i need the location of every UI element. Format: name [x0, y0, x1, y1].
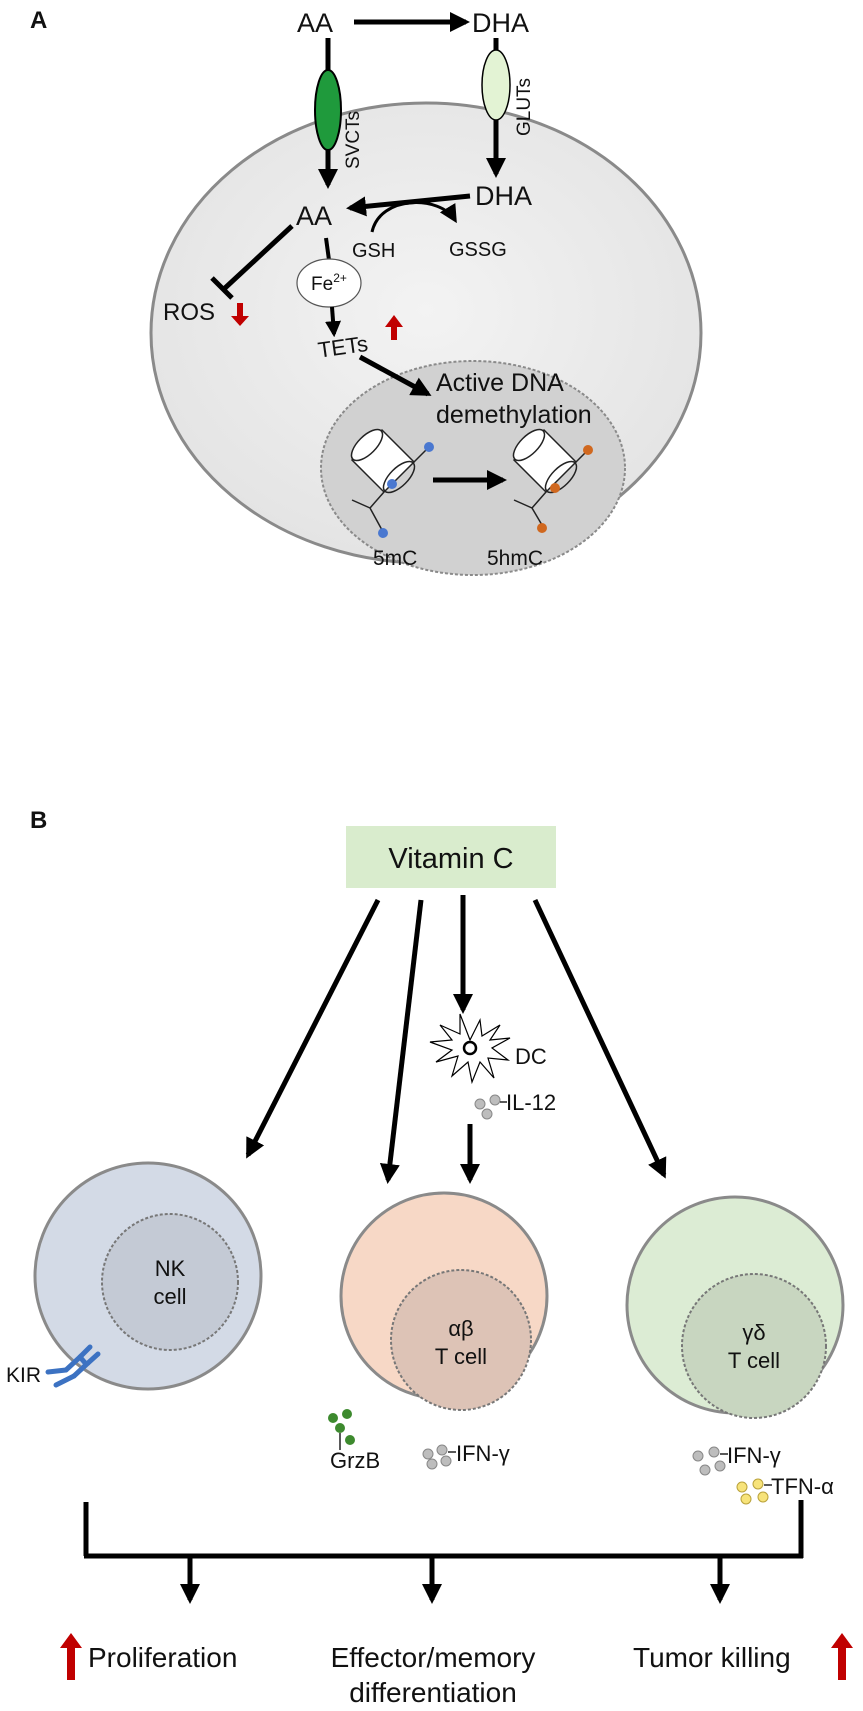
il12-label: IL-12 [506, 1090, 556, 1115]
gsh-label: GSH [352, 240, 395, 262]
nk-label-line2: cell [153, 1284, 186, 1309]
fe-superscript: 2+ [333, 271, 347, 285]
kir-receptor-icon [45, 1344, 101, 1388]
nk-cell-nucleus [101, 1213, 239, 1351]
aa-to-fe-line [324, 237, 331, 261]
panel-a-letter: A [30, 7, 47, 34]
gsh-gssg-curve [370, 201, 457, 233]
gd-label-line2: T cell [728, 1348, 780, 1373]
dendritic-cell-icon [429, 1013, 511, 1085]
aa-ros-inhibit-line [223, 224, 294, 290]
cell-nucleus [320, 360, 626, 576]
effector-label-line2: differentiation [349, 1677, 517, 1708]
svct-transporter [314, 69, 342, 151]
dha-inside-label: DHA [475, 181, 532, 211]
label-5mc: 5mC [373, 547, 417, 570]
grzb-granules [328, 1409, 355, 1450]
proliferation-up-arrow [60, 1633, 82, 1680]
ifng-ab-granules [422, 1444, 456, 1470]
glut-transporter [481, 49, 511, 121]
aa-ros-inhibit-bar [210, 276, 234, 300]
svcts-label: SVCTs [343, 111, 364, 169]
ifng-gd-label: IFN-γ [727, 1443, 781, 1468]
fe-circle [296, 258, 362, 308]
grzb-label: GrzB [330, 1448, 380, 1473]
panel-b-letter: B [30, 807, 47, 834]
dc-label: DC [515, 1044, 547, 1069]
ros-label: ROS [163, 299, 215, 326]
outcome-bracket [83, 1500, 804, 1559]
fe-to-tets-arrow [325, 306, 342, 338]
gluts-label: GLUTs [514, 78, 535, 136]
ifng-ab-label: IFN-γ [456, 1441, 510, 1466]
aa-inside-label: AA [296, 201, 332, 231]
ab-label-line2: T cell [435, 1344, 487, 1369]
gd-label-line1: γδ [742, 1320, 765, 1345]
tets-to-demethylation-arrow [358, 354, 432, 397]
aa-outside-label: AA [297, 8, 333, 38]
proliferation-label: Proliferation [88, 1642, 237, 1673]
kir-label: KIR [6, 1364, 41, 1387]
demethylation-label: demethylation [436, 401, 592, 429]
ab-label-line1: αβ [448, 1316, 473, 1341]
arrow-to-gd [532, 898, 667, 1179]
ifng-gd-granules [692, 1446, 728, 1476]
tumor-killing-up-arrow [831, 1633, 853, 1680]
label-5hmc: 5hmC [487, 547, 543, 570]
nucleosome-5mc [350, 428, 434, 538]
gd-t-cell-nucleus [681, 1273, 827, 1419]
dha-outside-label: DHA [472, 8, 529, 38]
gssg-label: GSSG [449, 239, 507, 261]
arrow-to-ab [379, 899, 424, 1184]
nk-label-line1: NK [155, 1256, 186, 1281]
nucleosome-5hmc [512, 428, 593, 533]
ab-t-cell-nucleus [390, 1269, 532, 1411]
tfna-granules [736, 1478, 772, 1505]
fe-label: Fe2+ [311, 271, 347, 295]
active-dna-label: Active DNA [436, 369, 564, 397]
ros-down-arrow [231, 303, 249, 326]
il12-granules [474, 1094, 507, 1120]
vitamin-c-label: Vitamin C [388, 843, 513, 875]
tumor-killing-label: Tumor killing [633, 1642, 791, 1673]
vitamin-c-box [346, 826, 556, 888]
effector-label-line1: Effector/memory [331, 1642, 536, 1673]
arrow-to-nk [245, 898, 381, 1159]
tets-up-arrow [385, 315, 403, 340]
tfna-label: TFN-α [771, 1474, 834, 1499]
